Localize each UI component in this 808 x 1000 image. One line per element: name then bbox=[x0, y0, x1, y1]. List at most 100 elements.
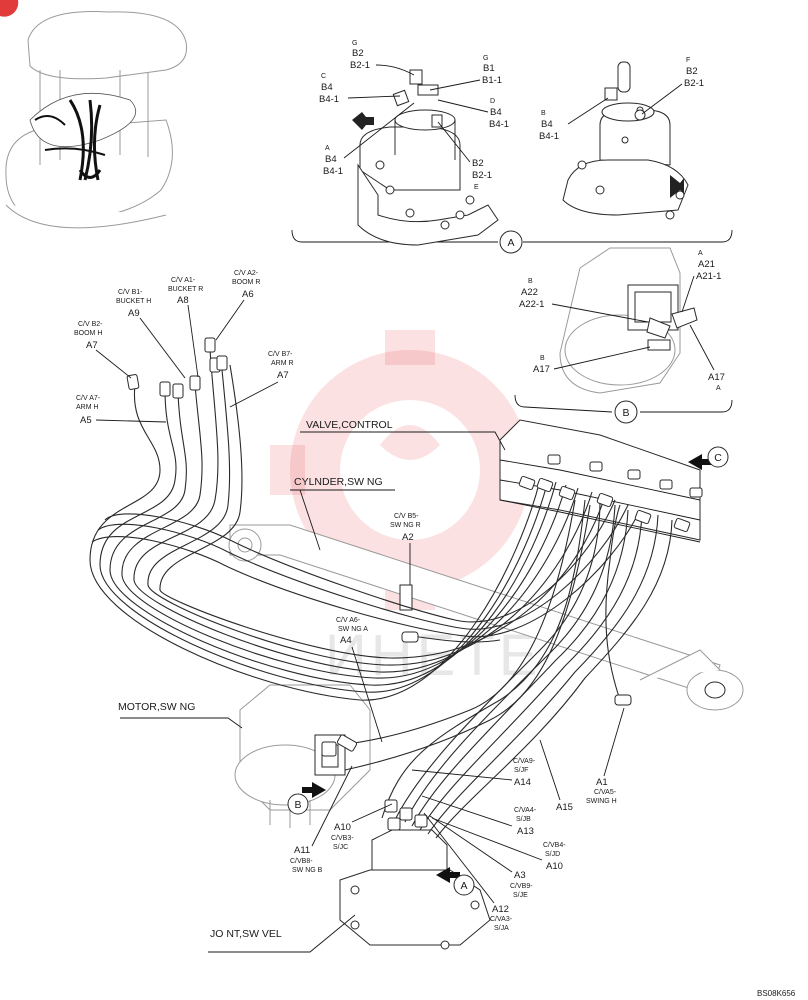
drawing-code: BS08K656 bbox=[757, 989, 796, 998]
swivel-joint-view-a-right bbox=[562, 61, 689, 220]
svg-text:B4-1: B4-1 bbox=[323, 166, 343, 177]
svg-text:A2: A2 bbox=[402, 532, 414, 543]
svg-text:B1-1: B1-1 bbox=[482, 75, 502, 86]
svg-text:C/V B5-: C/V B5- bbox=[394, 513, 419, 520]
hose-callout-a7-right: C/V B7- ARM R A7 bbox=[229, 351, 294, 408]
svg-text:G: G bbox=[352, 40, 357, 47]
svg-text:A: A bbox=[325, 145, 330, 152]
hose-callout-a13: C/VA4- S/JB A13 bbox=[421, 795, 537, 837]
component-label-joint: JO NT,SW VEL bbox=[208, 914, 356, 953]
svg-text:S/JA: S/JA bbox=[494, 925, 509, 932]
svg-text:C/V A2-: C/V A2- bbox=[234, 270, 259, 277]
svg-text:C/V B7-: C/V B7- bbox=[268, 351, 293, 358]
view-a-left-callouts: G B2 B2-1 G B1 B1-1 C B4 B4-1 D B4 B4-1 … bbox=[319, 40, 509, 191]
svg-text:B4: B4 bbox=[490, 107, 502, 118]
svg-text:C/V A6-: C/V A6- bbox=[336, 617, 361, 624]
hose-callout-a12: A12 C/VA3- S/JA bbox=[423, 812, 513, 932]
component-label-motor: MOTOR,SW NG bbox=[118, 701, 243, 729]
view-b-callouts: B A22 A22-1 A A21 A21-1 B A17 A17 A bbox=[519, 250, 725, 392]
svg-text:A4: A4 bbox=[340, 635, 352, 646]
svg-text:C/VA3-: C/VA3- bbox=[490, 916, 513, 923]
svg-text:SW NG B: SW NG B bbox=[292, 867, 323, 874]
svg-text:F: F bbox=[686, 57, 690, 64]
svg-text:B4-1: B4-1 bbox=[489, 119, 509, 130]
svg-text:SWING H: SWING H bbox=[586, 798, 617, 805]
hose-fittings-top bbox=[126, 337, 228, 399]
svg-text:C/V A7-: C/V A7- bbox=[76, 395, 101, 402]
view-a-right-callouts: F B2 B2-1 B B4 B4-1 bbox=[539, 57, 704, 142]
hose-callout-a7-left: C/V B2- BOOM H A7 bbox=[74, 321, 132, 379]
swivel-joint-main bbox=[339, 829, 491, 950]
svg-text:A14: A14 bbox=[514, 777, 531, 788]
hose-callout-a9: C/V B1- BUCKET H A9 bbox=[116, 289, 186, 379]
corner-tab-icon bbox=[0, 0, 19, 17]
svg-text:D: D bbox=[490, 98, 495, 105]
hose-callout-a1: A1 C/VA5- SWING H bbox=[586, 707, 625, 805]
svg-text:C/VB8-: C/VB8- bbox=[290, 858, 313, 865]
svg-text:C/V A1-: C/V A1- bbox=[171, 277, 196, 284]
svg-text:A: A bbox=[460, 880, 467, 892]
svg-text:A21-1: A21-1 bbox=[696, 271, 721, 282]
svg-text:B2: B2 bbox=[686, 66, 698, 77]
svg-text:ARM R: ARM R bbox=[271, 360, 294, 367]
svg-text:B: B bbox=[540, 355, 545, 362]
hose-callout-a14: C/VA9- S/JF A14 bbox=[411, 758, 536, 788]
svg-text:B1: B1 bbox=[483, 63, 495, 74]
svg-text:A: A bbox=[716, 385, 721, 392]
svg-text:A10: A10 bbox=[546, 861, 563, 872]
svg-text:B4: B4 bbox=[325, 154, 337, 165]
svg-text:S/JC: S/JC bbox=[333, 844, 348, 851]
view-a-arrow-icon: A bbox=[436, 867, 475, 896]
hose-callout-a3: A3 C/VB9- S/JE bbox=[429, 815, 533, 899]
svg-text:A9: A9 bbox=[128, 308, 140, 319]
svg-text:A12: A12 bbox=[492, 904, 509, 915]
svg-text:B4-1: B4-1 bbox=[319, 94, 339, 105]
hose-callout-a11: A11 C/VB8- SW NG B bbox=[290, 765, 353, 874]
svg-text:A11: A11 bbox=[294, 845, 310, 856]
view-a-frame: A bbox=[291, 229, 733, 254]
svg-text:BUCKET R: BUCKET R bbox=[168, 286, 203, 293]
view-b-arrow-icon: B bbox=[287, 782, 326, 815]
svg-text:B: B bbox=[622, 407, 629, 419]
svg-text:SW NG A: SW NG A bbox=[338, 626, 368, 633]
component-label-valve: VALVE,CONTROL bbox=[300, 419, 506, 451]
svg-text:C/VA9-: C/VA9- bbox=[513, 758, 536, 765]
svg-text:G: G bbox=[483, 55, 488, 62]
svg-text:A10: A10 bbox=[334, 822, 351, 833]
svg-text:A1: A1 bbox=[596, 777, 608, 788]
svg-text:C/VB3-: C/VB3- bbox=[331, 835, 354, 842]
svg-text:C/VB4-: C/VB4- bbox=[543, 842, 566, 849]
hose-callout-a4: C/V A6- SW NG A A4 bbox=[336, 617, 383, 743]
hose-bundle bbox=[89, 349, 673, 839]
svg-text:C/VB9-: C/VB9- bbox=[510, 883, 533, 890]
svg-text:JO NT,SW VEL: JO NT,SW VEL bbox=[210, 928, 282, 940]
svg-text:A21: A21 bbox=[698, 259, 715, 270]
svg-text:A8: A8 bbox=[177, 295, 189, 306]
svg-text:MOTOR,SW NG: MOTOR,SW NG bbox=[118, 701, 195, 713]
excavator-overview-thumbnail bbox=[5, 11, 188, 229]
svg-text:S/JE: S/JE bbox=[513, 892, 528, 899]
hose-callout-a10-right: C/VB4- S/JD A10 bbox=[431, 817, 566, 872]
swing-motor-view-b bbox=[559, 247, 698, 394]
svg-text:A22-1: A22-1 bbox=[519, 299, 544, 310]
control-valve-fittings bbox=[321, 454, 703, 831]
svg-text:A7: A7 bbox=[277, 370, 289, 381]
hose-callout-a6: C/V A2- BOOM R A6 bbox=[215, 270, 260, 341]
svg-text:C/VA5-: C/VA5- bbox=[594, 789, 617, 796]
svg-text:BOOM R: BOOM R bbox=[232, 279, 260, 286]
component-label-cylinder: CYLNDER,SW NG bbox=[290, 476, 395, 551]
view-b-frame: B bbox=[514, 394, 733, 424]
svg-text:B: B bbox=[541, 110, 546, 117]
svg-text:B4: B4 bbox=[541, 119, 553, 130]
svg-text:A5: A5 bbox=[80, 415, 92, 426]
svg-text:B: B bbox=[294, 799, 301, 811]
svg-text:C/V B2-: C/V B2- bbox=[78, 321, 103, 328]
svg-text:S/JD: S/JD bbox=[545, 851, 560, 858]
svg-text:SW NG R: SW NG R bbox=[390, 522, 421, 529]
svg-text:CYLNDER,SW NG: CYLNDER,SW NG bbox=[294, 476, 383, 488]
svg-text:A: A bbox=[507, 237, 514, 249]
svg-text:A22: A22 bbox=[521, 287, 538, 298]
svg-text:C/VA4-: C/VA4- bbox=[514, 807, 537, 814]
svg-text:A3: A3 bbox=[514, 870, 526, 881]
